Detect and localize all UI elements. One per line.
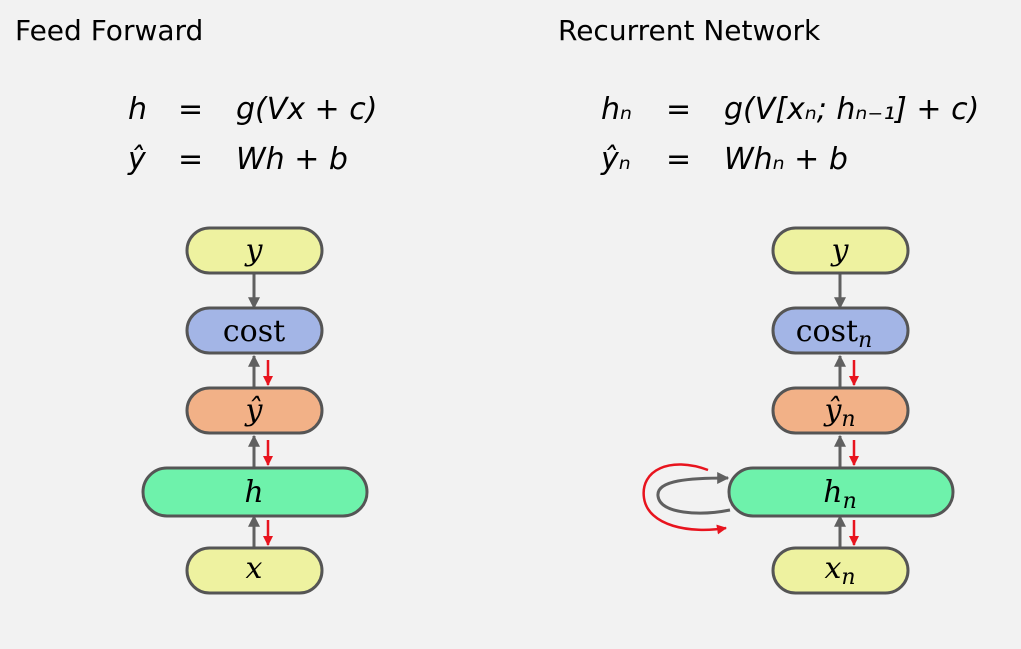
- ff-node-h: [141, 466, 369, 518]
- rn-label-x-group: xn: [824, 551, 855, 590]
- rn-node-y: [771, 226, 910, 275]
- rn-label-h-group: hn: [823, 475, 857, 514]
- rn-recurrent-loop-arrow: [656, 472, 731, 515]
- rn-node-yhat: [771, 386, 910, 435]
- rn-label-yhat-sub: n: [841, 407, 855, 432]
- ff-label-y: y: [244, 233, 264, 268]
- ff-label-x: x: [246, 551, 263, 586]
- rn-eq2-rhs: Whₙ + b: [724, 142, 848, 177]
- rn-eq1-equals: =: [666, 92, 692, 127]
- rn-eq2-lhs: ŷₙ: [601, 142, 631, 177]
- ff-eq1-rhs: g(Vx + c): [236, 92, 378, 127]
- rn-label-x-sub: n: [841, 565, 855, 590]
- rn-label-h-sub: n: [843, 489, 857, 514]
- recurrent-network-title: Recurrent Network: [558, 14, 821, 47]
- feed-forward-diagram: y cost ŷ h x: [141, 226, 369, 595]
- rn-label-h: h: [823, 475, 842, 510]
- ff-node-y: [185, 226, 324, 275]
- rn-eq1-rhs: g(V[xₙ; hₙ₋₁] + c): [724, 92, 980, 127]
- rn-label-yhat-group: ŷn: [822, 393, 855, 432]
- ff-node-x: [185, 546, 324, 595]
- rn-node-h: [727, 466, 955, 518]
- rn-eq2-equals: =: [666, 142, 692, 177]
- rn-label-cost-group: costn: [796, 314, 873, 353]
- ff-eq2-rhs: Wh + b: [236, 142, 348, 177]
- rn-label-x: x: [824, 551, 841, 586]
- ff-node-cost: [185, 306, 324, 355]
- rn-label-y: y: [830, 233, 850, 268]
- ff-node-yhat: [185, 386, 324, 435]
- ff-eq2-lhs: ŷ: [128, 142, 146, 177]
- rn-node-x: [771, 546, 910, 595]
- ff-eq2-equals: =: [178, 142, 204, 177]
- ff-label-cost: cost: [223, 314, 285, 349]
- ff-label-yhat: ŷ: [244, 393, 264, 428]
- recurrent-diagram: y costn ŷn hn xn: [642, 226, 955, 595]
- ff-eq1-lhs: h: [128, 92, 148, 127]
- ff-label-h: h: [244, 475, 263, 510]
- feed-forward-title: Feed Forward: [15, 14, 204, 47]
- rn-node-cost: [771, 306, 910, 355]
- rn-eq1-lhs: hₙ: [601, 92, 632, 127]
- ff-eq1-equals: =: [178, 92, 204, 127]
- rn-label-yhat: ŷ: [822, 393, 842, 428]
- rn-label-cost: cost: [796, 314, 858, 349]
- rn-recurrent-grad-arrow: [642, 463, 727, 535]
- rn-label-cost-sub: n: [858, 328, 872, 353]
